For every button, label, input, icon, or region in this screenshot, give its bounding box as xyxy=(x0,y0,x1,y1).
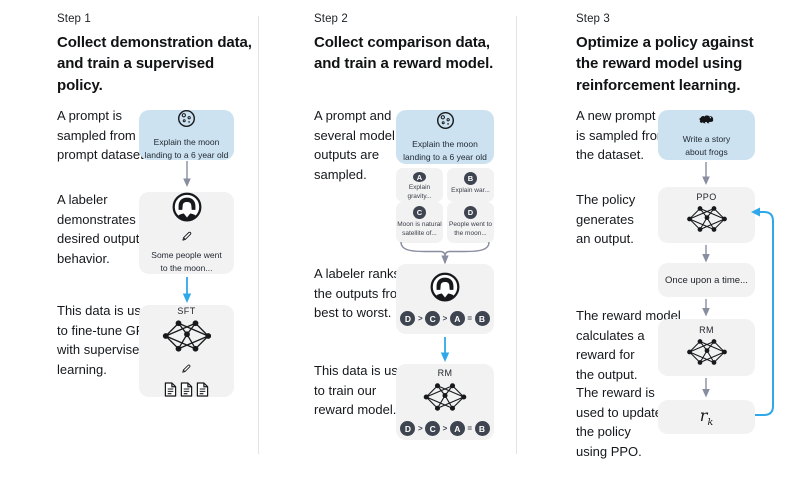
frog-icon xyxy=(698,112,715,130)
gray-down-arrow xyxy=(701,245,711,263)
output-letter-badge: D xyxy=(464,206,477,219)
pencil-icon xyxy=(181,361,192,379)
rank-operator: > xyxy=(417,314,423,323)
document-icon xyxy=(180,381,193,397)
sft-label: SFT xyxy=(177,305,196,316)
documents-row xyxy=(164,381,209,397)
output-card-text: Explain gravity... xyxy=(407,184,432,201)
rank-badge: C xyxy=(425,421,441,436)
step-1-paragraph-1: A prompt is sampled from our prompt data… xyxy=(57,108,158,162)
reward-value-box: rk xyxy=(658,400,755,434)
neural-network-icon xyxy=(684,205,730,238)
feedback-loop-arrow xyxy=(748,202,780,422)
document-icon xyxy=(164,381,177,397)
ppo-policy-box: PPO xyxy=(658,187,755,243)
rm-label: RM xyxy=(437,368,453,378)
prompt-text: Write a story about frogs xyxy=(682,133,731,157)
neural-network-icon xyxy=(684,338,730,371)
ranking-row: D > C > A = B xyxy=(400,311,490,326)
rank-badge: A xyxy=(449,311,465,326)
neural-network-icon xyxy=(421,382,469,417)
labeler-ranking-box: D > C > A = B xyxy=(396,264,494,334)
step-2-label: Step 2 xyxy=(314,13,348,25)
policy-output-text: Once upon a time... xyxy=(665,274,748,286)
rank-badge: D xyxy=(400,421,416,436)
output-card-a: A Explain gravity... xyxy=(396,168,443,202)
rank-operator: > xyxy=(442,314,448,323)
rank-badge: B xyxy=(474,421,490,436)
neural-network-icon xyxy=(161,319,213,358)
output-letter-badge: C xyxy=(413,206,426,219)
moon-icon xyxy=(177,109,196,133)
output-letter-badge: A xyxy=(413,172,426,183)
blue-down-arrow xyxy=(440,337,450,363)
output-card-text: Explain war... xyxy=(451,187,490,194)
moon-icon xyxy=(436,111,455,135)
gray-down-arrow xyxy=(182,161,192,188)
reward-model-box-step2: RM D > C > A = B xyxy=(396,364,494,440)
blue-down-arrow xyxy=(182,277,192,304)
output-card-d: D People went to the moon... xyxy=(447,202,494,243)
labeler-avatar-icon xyxy=(430,272,460,307)
output-letter-badge: B xyxy=(464,172,477,185)
prompt-text: Explain the moon landing to a 6 year old xyxy=(144,136,229,160)
output-card-b: B Explain war... xyxy=(447,168,494,202)
prompt-box-step3: Write a story about frogs xyxy=(658,110,755,160)
rank-operator: = xyxy=(467,314,472,323)
policy-output-box: Once upon a time... xyxy=(658,263,755,297)
sft-model-box: SFT xyxy=(139,305,234,397)
rank-operator: = xyxy=(467,424,472,433)
brace-connector-arrow xyxy=(396,241,494,266)
gray-down-arrow xyxy=(701,299,711,317)
rank-badge: B xyxy=(474,311,490,326)
output-card-c: C Moon is natural satellite of... xyxy=(396,202,443,243)
step-1-title: Collect demonstration data, and train a … xyxy=(57,34,252,94)
gray-down-arrow xyxy=(701,378,711,398)
prompt-box-step1: Explain the moon landing to a 6 year old xyxy=(139,109,234,160)
step-1-paragraph-2: A labeler demonstrates the desired outpu… xyxy=(57,192,157,266)
gray-down-arrow xyxy=(701,162,711,186)
pencil-icon xyxy=(181,229,193,247)
reward-model-box-step3: RM xyxy=(658,319,755,376)
rank-badge: A xyxy=(449,421,465,436)
output-card-text: Moon is natural satellite of... xyxy=(397,221,442,237)
step-2-paragraph-1: A prompt and several model outputs are s… xyxy=(314,108,395,182)
labeler-box-step1: Some people went to the moon... xyxy=(139,192,234,274)
rm-label: RM xyxy=(699,324,714,335)
ranking-row: D > C > A = B xyxy=(400,421,490,436)
rank-operator: > xyxy=(417,424,423,433)
step-2-title: Collect comparison data, and train a rew… xyxy=(314,34,494,73)
ppo-label: PPO xyxy=(696,192,717,202)
rank-operator: > xyxy=(442,424,448,433)
step-1-label: Step 1 xyxy=(57,13,91,25)
rank-badge: C xyxy=(425,311,441,326)
prompt-text: Explain the moon landing to a 6 year old xyxy=(403,138,487,162)
step-3-label: Step 3 xyxy=(576,13,610,25)
step-3-title: Optimize a policy against the reward mod… xyxy=(576,34,754,94)
labeler-avatar-icon xyxy=(172,192,202,227)
column-divider xyxy=(516,16,517,454)
labeler-output-text: Some people went to the moon... xyxy=(151,249,222,273)
step-3-paragraph-1: A new prompt is sampled from the dataset… xyxy=(576,108,668,162)
output-card-text: People went to the moon... xyxy=(448,221,492,237)
rank-badge: D xyxy=(400,311,416,326)
prompt-box-step2: Explain the moon landing to a 6 year old xyxy=(396,110,494,164)
step-3-paragraph-4: The reward is used to update the policy … xyxy=(576,385,663,459)
step-3-paragraph-2: The policy generates an output. xyxy=(576,192,636,246)
column-divider xyxy=(258,16,259,454)
reward-value-text: rk xyxy=(699,405,714,429)
document-icon xyxy=(196,381,209,397)
